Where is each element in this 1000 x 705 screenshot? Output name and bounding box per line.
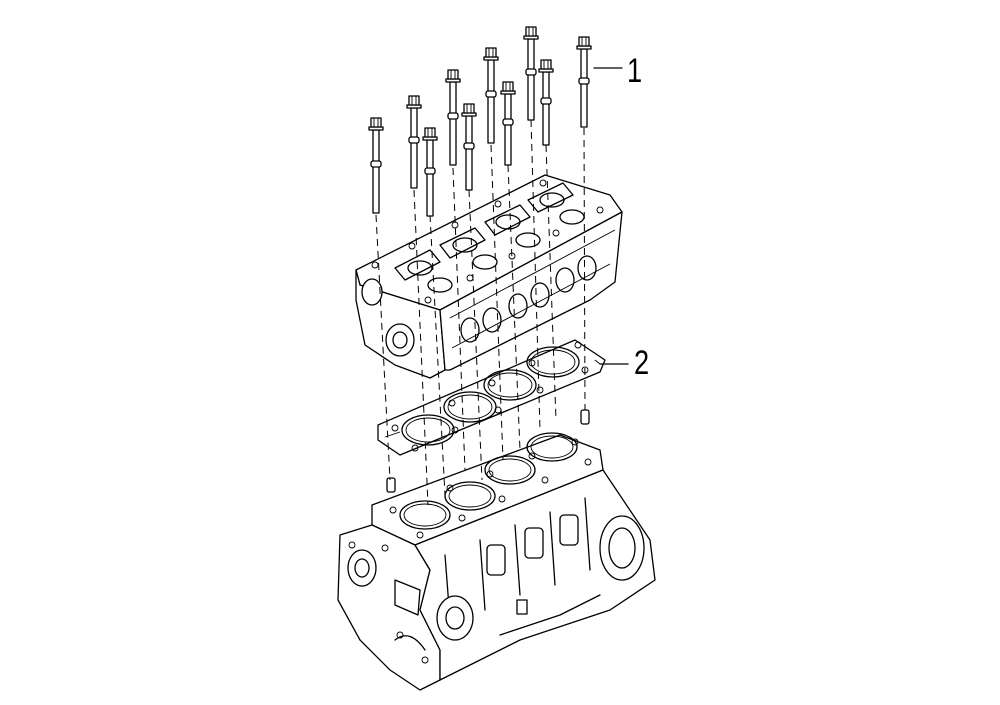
head-bolt <box>406 95 422 189</box>
engine-block <box>337 409 656 691</box>
callout-label-1: 1 <box>627 52 643 90</box>
head-bolt <box>422 127 438 217</box>
callout-label-2: 2 <box>634 344 650 382</box>
head-bolt <box>483 47 499 144</box>
head-bolt <box>576 36 592 128</box>
head-bolt <box>368 117 384 214</box>
head-bolt <box>461 103 477 191</box>
head-bolts <box>368 26 592 217</box>
head-bolt <box>538 59 554 146</box>
head-bolt <box>523 26 539 121</box>
head-bolt <box>445 69 461 166</box>
cylinder-head-gasket <box>377 339 606 456</box>
alignment-lines <box>375 119 586 506</box>
head-bolt <box>500 81 516 166</box>
cylinder-head <box>355 174 623 379</box>
